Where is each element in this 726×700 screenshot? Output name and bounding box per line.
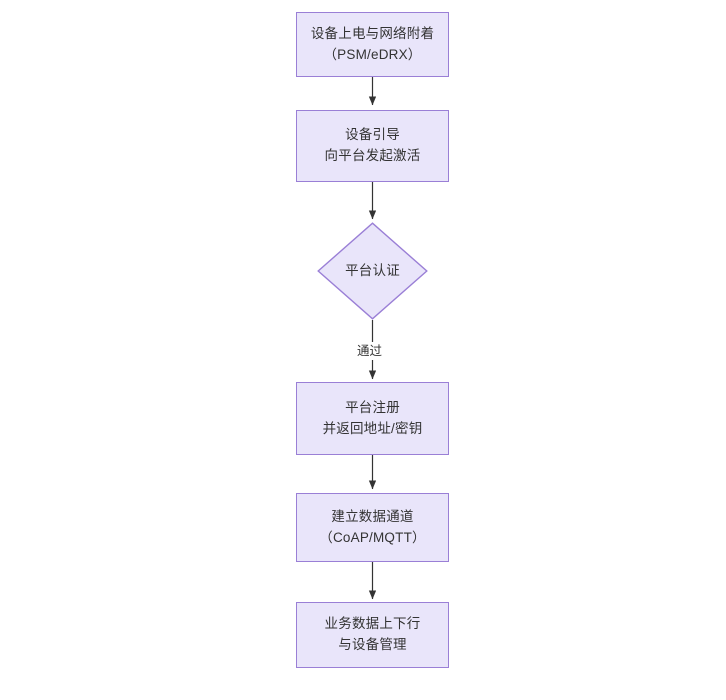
flow-node-device-power-on-line1: 设备上电与网络附着 <box>310 25 435 41</box>
diamond-shape-icon <box>317 222 428 320</box>
flow-node-platform-auth-decision-label: 平台认证 <box>345 262 400 278</box>
flow-node-business-data-device-mgmt-line2: 与设备管理 <box>338 637 407 652</box>
flow-node-device-bootstrap[interactable]: 设备引导 向平台发起激活 <box>296 110 449 182</box>
flow-node-platform-auth-decision[interactable]: 平台认证 <box>317 222 428 320</box>
flow-node-device-power-on-line2: （PSM/eDRX） <box>323 46 422 62</box>
flow-node-business-data-device-mgmt[interactable]: 业务数据上下行 与设备管理 <box>296 602 449 668</box>
flow-node-platform-register-line2: 并返回地址/密钥 <box>322 420 423 436</box>
edge-label-pass-text: 通过 <box>357 344 383 358</box>
flow-node-platform-register-line1: 平台注册 <box>345 399 400 415</box>
flow-node-establish-data-channel[interactable]: 建立数据通道 （CoAP/MQTT） <box>296 493 449 562</box>
edge-label-pass: 通过 <box>354 342 386 361</box>
flow-node-establish-data-channel-line1: 建立数据通道 <box>331 508 414 524</box>
flow-node-device-bootstrap-line1: 设备引导 <box>345 127 400 143</box>
flow-node-business-data-device-mgmt-line1: 业务数据上下行 <box>324 616 421 632</box>
flow-node-platform-register[interactable]: 平台注册 并返回地址/密钥 <box>296 382 449 455</box>
flow-node-establish-data-channel-line2: （CoAP/MQTT） <box>319 529 426 545</box>
flow-node-device-bootstrap-line2: 向平台发起激活 <box>324 148 421 163</box>
flow-node-device-power-on[interactable]: 设备上电与网络附着 （PSM/eDRX） <box>296 12 449 77</box>
